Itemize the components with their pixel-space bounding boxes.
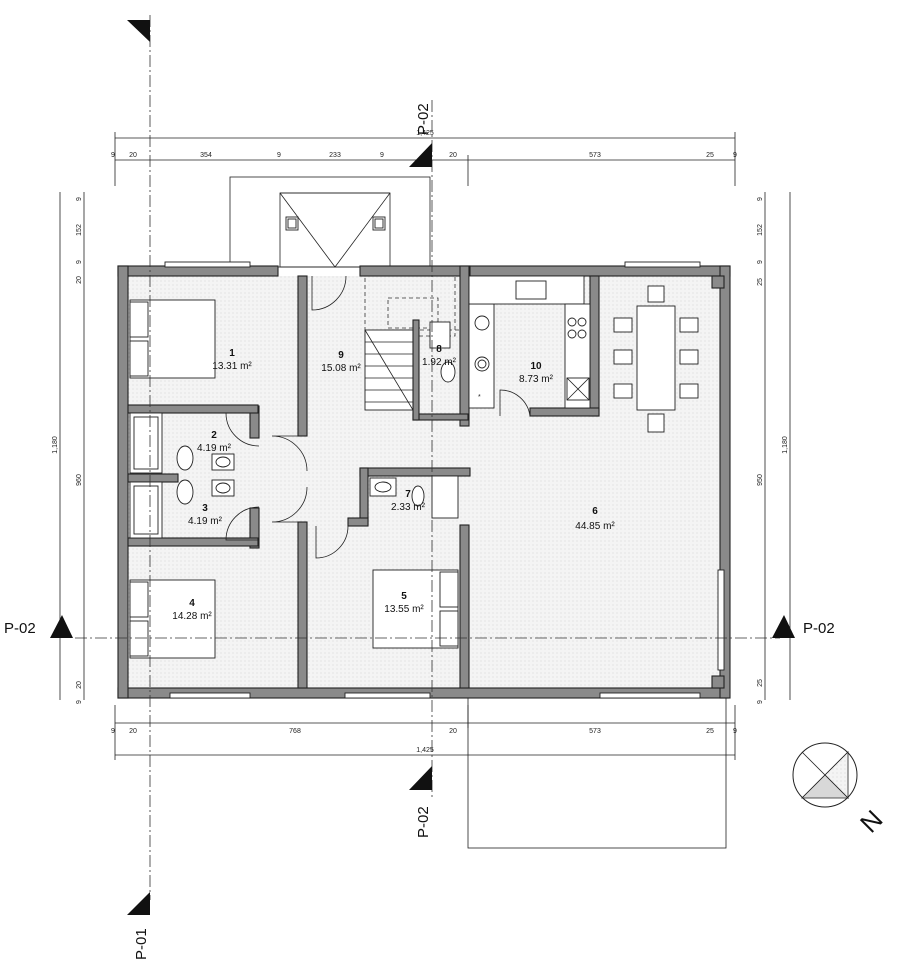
room-3-number: 3 — [202, 503, 208, 514]
room-2-area: 4.19 m² — [197, 443, 232, 454]
dim-left-7: 9 — [76, 700, 83, 704]
dim-top-1: 9 — [111, 152, 115, 159]
dim-right-overall: 1,180 — [782, 436, 789, 454]
section-arrow-bottom-left — [127, 892, 150, 915]
furniture: * — [129, 275, 699, 659]
room-8-area: 1.92 m² — [422, 357, 457, 368]
dim-left-4: 20 — [76, 276, 83, 284]
section-arrow-left — [50, 615, 73, 638]
dim-top-7: 20 — [449, 152, 457, 159]
dim-left-2: 152 — [76, 224, 83, 236]
dim-top-2: 20 — [129, 152, 137, 159]
dim-top-6: 9 — [380, 152, 384, 159]
section-axes — [75, 15, 780, 900]
terrace-outline — [467, 697, 727, 849]
section-arrow-bottom-center — [409, 766, 432, 790]
room-2-number: 2 — [211, 430, 217, 441]
room-8-number: 8 — [436, 344, 442, 355]
windows — [164, 261, 725, 699]
section-label-left: P-02 — [4, 620, 36, 637]
room-7-area: 2.33 m² — [391, 502, 426, 513]
dim-bottom-4: 20 — [449, 728, 457, 735]
dim-right-4: 25 — [757, 278, 764, 286]
north-label: N — [854, 804, 888, 838]
dim-right-6: 25 — [757, 679, 764, 687]
dim-right-1: 9 — [757, 197, 764, 201]
dim-left-6: 20 — [76, 681, 83, 689]
dim-left-5: 960 — [76, 474, 83, 486]
dim-top-5: 233 — [329, 152, 341, 159]
dim-right-5: 950 — [757, 474, 764, 486]
section-arrow-top-center — [409, 143, 432, 167]
dim-bottom-1: 9 — [111, 728, 115, 735]
dim-top-8: 573 — [589, 152, 601, 159]
section-label-top: P-02 — [415, 103, 432, 135]
dimension-lines — [59, 132, 791, 760]
room-3-area: 4.19 m² — [188, 516, 223, 527]
dim-bottom-overall: 1,425 — [416, 747, 434, 754]
room-1-area: 13.31 m² — [212, 361, 252, 372]
dim-bottom-5: 573 — [589, 728, 601, 735]
entrance-porch — [229, 176, 431, 268]
dimension-texts: 1,425 9 20 354 9 233 9 20 573 25 9 9 20 … — [52, 130, 789, 754]
room-labels: 1 13.31 m² 2 4.19 m² 3 4.19 m² 4 14.28 m… — [172, 344, 615, 622]
room-5-area: 13.55 m² — [384, 604, 424, 615]
section-arrow-top-left — [127, 20, 150, 42]
dim-left-3: 9 — [76, 260, 83, 264]
room-1-number: 1 — [229, 348, 235, 359]
dim-right-3: 9 — [757, 260, 764, 264]
dim-bottom-3: 768 — [289, 728, 301, 735]
dim-right-2: 152 — [757, 224, 764, 236]
room-10-number: 10 — [530, 361, 542, 372]
room-5-number: 5 — [401, 591, 407, 602]
dim-top-3: 354 — [200, 152, 212, 159]
room-4-area: 14.28 m² — [172, 611, 212, 622]
north-arrow: N — [792, 742, 889, 839]
room-6-number: 6 — [592, 506, 598, 517]
section-label-right: P-02 — [803, 620, 835, 637]
room-6-area: 44.85 m² — [575, 521, 615, 532]
svg-text:*: * — [478, 394, 481, 401]
dim-bottom-6: 25 — [706, 728, 714, 735]
section-markers: P-01 P-02 P-02 P-02 P-02 — [4, 20, 835, 960]
dim-bottom-7: 9 — [733, 728, 737, 735]
section-arrow-right — [772, 615, 795, 638]
dim-left-1: 9 — [76, 197, 83, 201]
dim-top-10: 9 — [733, 152, 737, 159]
room-9-number: 9 — [338, 350, 344, 361]
dim-top-overall: 1,425 — [416, 130, 434, 137]
room-4-number: 4 — [189, 598, 195, 609]
room-10-area: 8.73 m² — [519, 374, 554, 385]
dim-left-overall: 1,180 — [52, 436, 59, 454]
section-label-bottom: P-02 — [415, 806, 432, 838]
dim-right-7: 9 — [757, 700, 764, 704]
dim-bottom-2: 20 — [129, 728, 137, 735]
dim-top-9: 25 — [706, 152, 714, 159]
room-7-number: 7 — [405, 489, 411, 500]
staircase — [364, 275, 460, 421]
room-9-area: 15.08 m² — [321, 363, 361, 374]
section-label-p01: P-01 — [133, 928, 150, 960]
doors — [225, 275, 531, 559]
dim-top-4: 9 — [277, 152, 281, 159]
